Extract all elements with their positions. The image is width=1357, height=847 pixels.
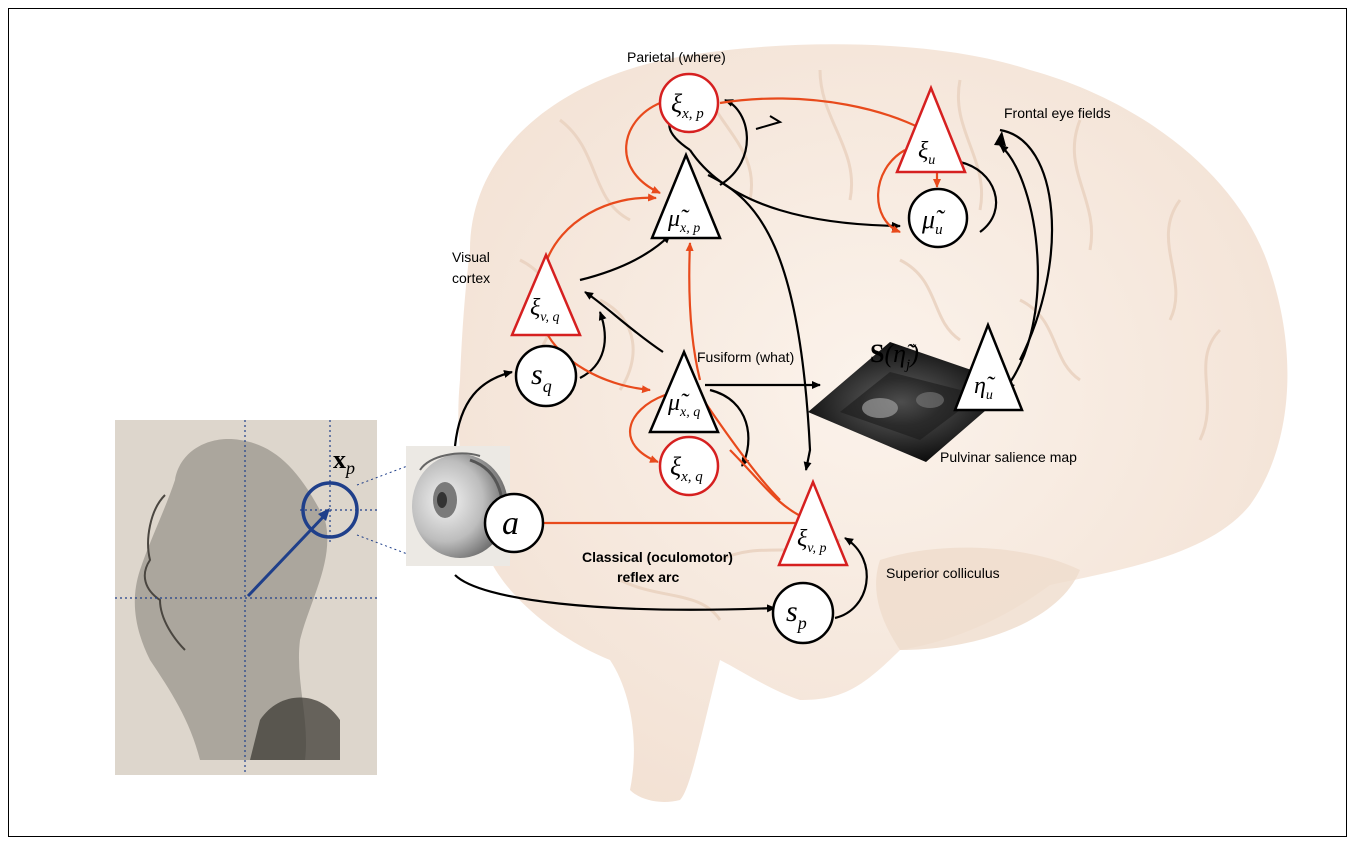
node-a: a <box>485 494 543 552</box>
salience-formula: S(η̃j) <box>870 339 919 373</box>
label-frontal-eye-fields: Frontal eye fields <box>1004 105 1111 121</box>
node-xi-xp: ξx, p <box>660 74 718 132</box>
svg-text:a: a <box>502 505 519 542</box>
label-pulvinar: Pulvinar salience map <box>940 449 1077 465</box>
label-classical-2: reflex arc <box>617 569 679 585</box>
node-s-p: sp <box>773 583 833 643</box>
label-classical-1: Classical (oculomotor) <box>582 549 733 565</box>
node-xi-xq: ξx, q <box>660 437 718 495</box>
label-superior-colliculus: Superior colliculus <box>886 565 1000 581</box>
label-visual-cortex-1: Visual <box>452 249 490 265</box>
node-mu-u: μ̃u <box>909 189 967 247</box>
label-fusiform: Fusiform (what) <box>697 349 794 365</box>
label-visual-cortex-2: cortex <box>452 270 490 286</box>
label-parietal: Parietal (where) <box>627 49 726 65</box>
node-s-q: sq <box>516 346 576 406</box>
